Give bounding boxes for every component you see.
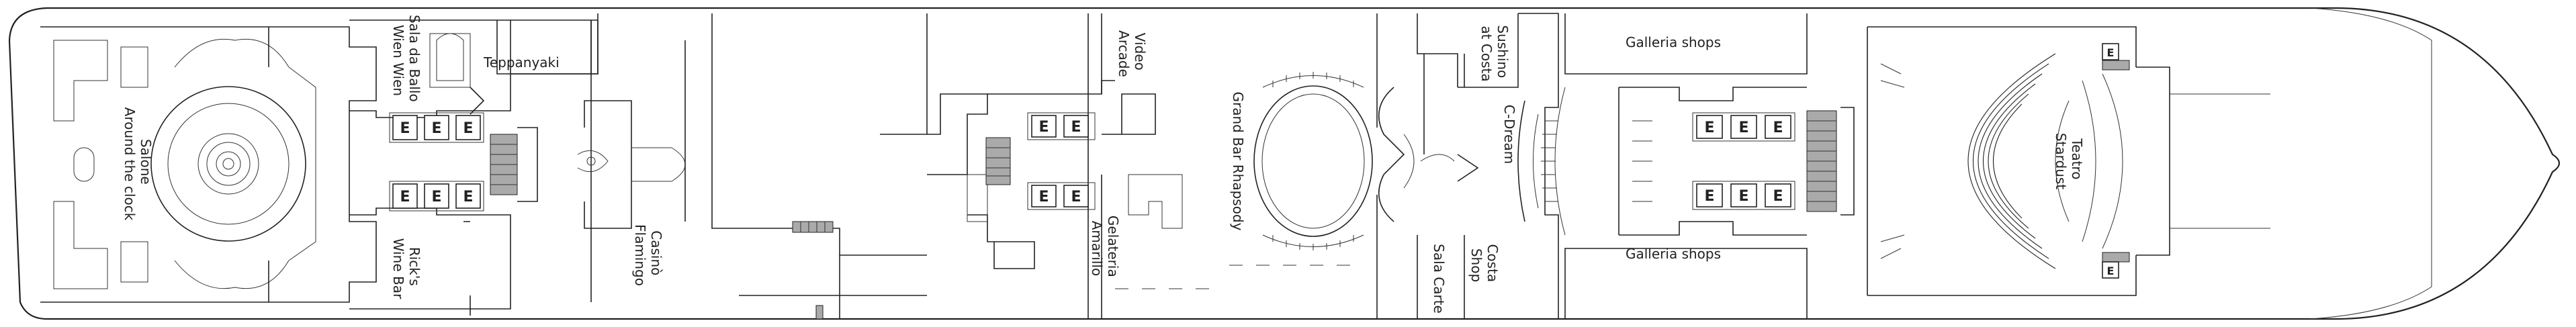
gelateria-label: Gelateria Amarillo — [1089, 216, 1121, 281]
elevator-teatro-1: E — [2107, 46, 2115, 59]
elevator-aft-2: E — [431, 120, 441, 137]
grand-bar-area — [1115, 13, 1415, 319]
gelateria-arcade-area — [927, 13, 1183, 319]
grand-bar-label: Grand Bar Rhapsody — [1230, 92, 1246, 231]
elevator-fwd-5: E — [1738, 188, 1748, 205]
bow-inner-line — [2310, 7, 2432, 320]
stairs-forward — [1806, 107, 1855, 216]
sala-da-ballo-label: Sala da Ballo Wien Wien — [390, 15, 423, 106]
elevator-bank-forward — [1692, 112, 1795, 210]
teatro-area — [1867, 26, 2270, 296]
casino-area — [463, 13, 928, 319]
costa-shop-label: Costa Shop — [1468, 244, 1501, 286]
ship-hull — [8, 7, 2561, 320]
teatro-label: Teatro Stardust — [2053, 133, 2085, 189]
ricks-wine-bar-label: Rick's Wine Bar — [390, 238, 423, 299]
salone-label: Salone Around the clock — [122, 107, 154, 221]
teppanyaki-label: Teppanyaki — [483, 54, 560, 71]
stairs-mid-aft — [985, 137, 1011, 185]
elevator-fwd-4: E — [1704, 188, 1714, 205]
stairs-casino — [792, 221, 834, 320]
elevator-aft-3: E — [463, 120, 473, 137]
elevator-bank-aft — [389, 112, 484, 212]
forward-mid-area — [1417, 13, 1559, 319]
sushino-label: Sushino at Costa — [1478, 25, 1511, 82]
elevator-aft-5: E — [431, 189, 441, 205]
elevator-mid-aft-2: E — [1071, 119, 1081, 136]
galleria-shops-top-label: Galleria shops — [1626, 34, 1721, 50]
stairs-aft — [490, 127, 538, 202]
galleria-shops-bottom-label: Galleria shops — [1626, 246, 1721, 262]
elevator-aft-1: E — [400, 120, 410, 137]
video-arcade-label: Video Arcade — [1116, 30, 1148, 77]
elevator-bank-mid-aft — [1027, 112, 1096, 210]
sala-carte-label: Sala Carte — [1431, 244, 1447, 314]
elevator-mid-aft-4: E — [1071, 189, 1081, 205]
elevator-fwd-6: E — [1773, 188, 1783, 205]
elevator-aft-6: E — [463, 189, 473, 205]
elevator-fwd-1: E — [1704, 120, 1714, 136]
elevator-mid-aft-1: E — [1038, 119, 1049, 136]
teatro-side-stairs — [2102, 43, 2130, 279]
c-dream-label: C-Dream — [1501, 105, 1517, 164]
casino-label: Casinò Flamingo — [632, 224, 664, 286]
elevator-teatro-2: E — [2107, 265, 2115, 277]
elevator-fwd-2: E — [1738, 120, 1748, 136]
elevator-aft-4: E — [400, 189, 410, 205]
elevator-fwd-3: E — [1773, 120, 1783, 136]
salone-area — [40, 26, 377, 303]
galleria-area — [1517, 13, 1808, 319]
elevator-mid-aft-3: E — [1038, 189, 1049, 205]
